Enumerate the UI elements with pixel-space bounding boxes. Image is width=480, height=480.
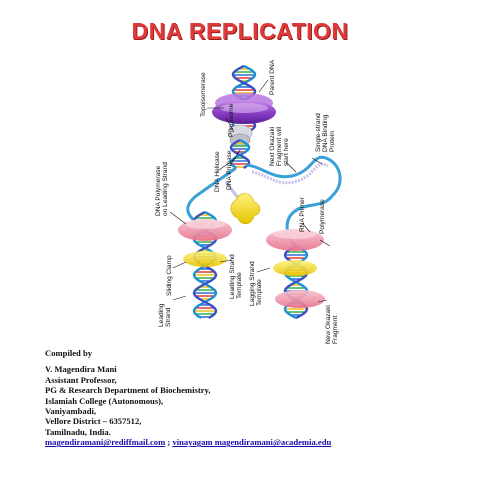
label-dna-primase: DNA Primase xyxy=(226,150,233,190)
label-sliding-clamp: Sliding Clamp xyxy=(166,255,173,296)
credits-position: Assistant Professor, xyxy=(45,374,117,385)
email-link[interactable]: magendiramani@rediffmail.com xyxy=(45,437,166,448)
label-rna-primer: RNA Primer xyxy=(299,196,306,232)
label-topoisomerase: Topoisomerase xyxy=(200,72,207,117)
label-parent-dna: Parent DNA xyxy=(269,59,276,95)
label-polymerase-leading-line1: DNA Polymerase xyxy=(155,165,162,216)
diagram-labels: Topoisomerase Parent DNA Primosome DNA H… xyxy=(155,59,339,344)
label-ssb-line1: Single-strand xyxy=(315,113,322,152)
fork-dna-helix xyxy=(229,138,251,170)
credits-contact: magendiramani@rediffmail.com ; vinayagam… xyxy=(45,437,465,447)
label-leading-strand-line2: Strand xyxy=(165,307,172,327)
label-leading-strand-line1: Leading xyxy=(158,303,165,327)
label-next-okazaki-line3: start here xyxy=(283,138,290,166)
credits-author-name: V. Magendira Mani xyxy=(45,364,117,375)
label-ssb-line3: Protein xyxy=(329,131,336,152)
lagging-polymerase-complex xyxy=(266,229,325,308)
credits-district: Vellore District – 6357512, xyxy=(45,416,142,427)
dna-primase-protein xyxy=(230,193,261,225)
academia-link[interactable]: vinayagam magendiramani@academia.edu xyxy=(172,437,332,448)
author-credits: Compiled by V. Magendira Mani Assistant … xyxy=(45,348,465,448)
label-new-okazaki-line2: Fragment xyxy=(332,316,339,344)
label-leading-template-line1: Leading Strand xyxy=(229,254,236,299)
label-lagging-template-line2: Template xyxy=(256,279,263,306)
label-leader-lines xyxy=(169,79,331,303)
credits-department: PG & Research Department of Biochemistry… xyxy=(45,385,211,396)
credits-state: Tamilnadu, India. xyxy=(45,426,111,437)
helix-backbone xyxy=(229,138,251,170)
leading-polymerase-complex xyxy=(178,219,232,267)
label-lagging-template-line1: Lagging Strand xyxy=(249,261,256,306)
topoisomerase-protein xyxy=(212,93,276,124)
label-next-okazaki-line2: Fragment will xyxy=(276,126,283,166)
contact-separator: ; xyxy=(165,437,173,448)
credits-college: Islamiah College (Autonomous), xyxy=(45,395,164,406)
page-title: DNA REPLICATION xyxy=(131,18,349,44)
label-ssb-line2: DNA Binding xyxy=(322,114,329,152)
label-primosome: Primosome xyxy=(228,103,235,137)
label-polymerase: Polymerase xyxy=(319,199,326,234)
label-dna-helicase: DNA Helicase xyxy=(214,151,221,192)
label-leading-template-line2: Template xyxy=(236,272,243,299)
helix-backbone xyxy=(229,138,251,170)
credits-town: Vaniyambadi, xyxy=(45,406,97,417)
label-new-okazaki-line1: New Okazaki xyxy=(325,305,332,344)
label-polymerase-leading-line2: on Leading Strand xyxy=(162,162,169,216)
credits-compiled-by: Compiled by xyxy=(45,348,93,358)
label-next-okazaki-line1: Next Okazaki xyxy=(269,126,276,166)
